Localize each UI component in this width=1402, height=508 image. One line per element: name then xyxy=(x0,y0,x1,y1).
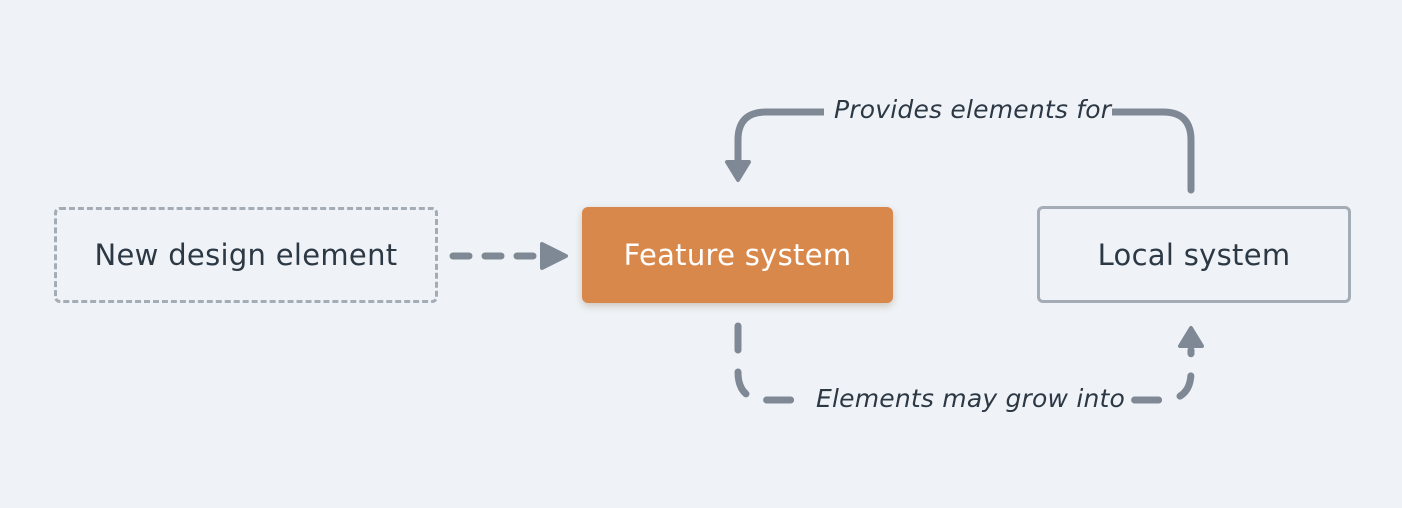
arrowhead-feature-to-local xyxy=(1178,326,1204,348)
label-bg-grow xyxy=(806,383,1124,417)
arrowhead-local-to-feature xyxy=(725,160,751,182)
label-bg-provides xyxy=(824,96,1112,130)
node-feature-system: Feature system xyxy=(582,207,893,303)
node-new-design-element: New design element xyxy=(54,207,438,303)
arrowhead-new-to-feature xyxy=(540,242,568,270)
node-feature-system-label: Feature system xyxy=(623,238,852,272)
node-new-design-element-label: New design element xyxy=(94,238,398,272)
node-local-system: Local system xyxy=(1037,206,1351,303)
node-local-system-label: Local system xyxy=(1097,237,1291,272)
edge-label-provides: Provides elements for xyxy=(834,95,1112,124)
edge-label-grow: Elements may grow into xyxy=(816,384,1126,413)
